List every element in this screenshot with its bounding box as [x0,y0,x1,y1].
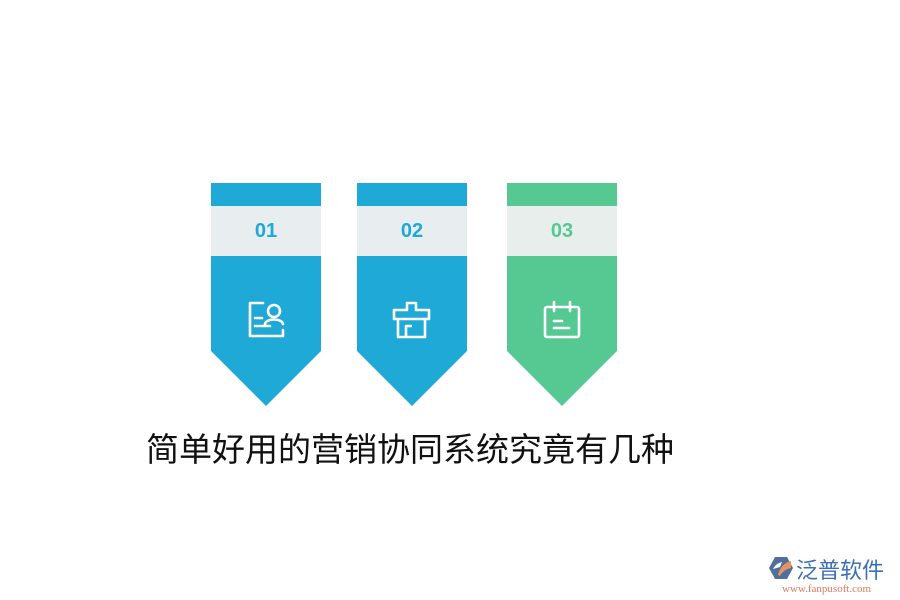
page-title: 简单好用的营销协同系统究竟有几种 [146,433,674,469]
logo-name: 泛普软件 [796,559,885,584]
user-card-icon [248,301,285,338]
logo-mark-icon [769,557,793,579]
banner-number: 03 [550,219,574,242]
banner-number: 01 [254,219,278,242]
banner-02: 02 [357,183,467,406]
banner-number-band: 02 [357,206,467,256]
banner-number-band: 03 [507,206,617,256]
calendar-icon [543,300,581,339]
banner-01: 01 [211,183,321,406]
store-icon [392,301,431,339]
brand-logo: 泛普软件 www.fanpusoft.com [768,553,898,597]
banner-03: 03 [507,183,617,406]
logo-url: www.fanpusoft.com [782,583,872,595]
banner-number: 02 [400,219,424,242]
banner-number-band: 01 [211,206,321,256]
